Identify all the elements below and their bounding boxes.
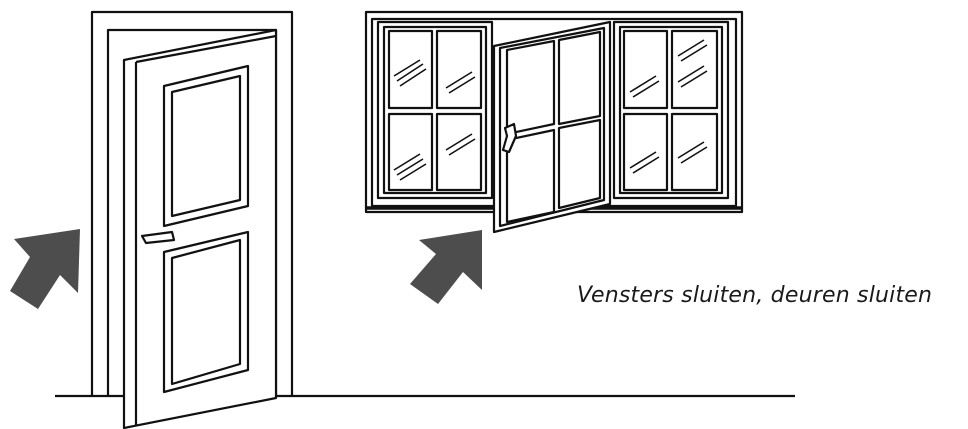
window-open-sash [492, 20, 612, 234]
door-handle [140, 230, 176, 245]
window-left-panes [387, 29, 483, 192]
window-icon [364, 10, 744, 234]
caption: Vensters sluiten, deuren sluiten [577, 283, 933, 308]
window-right-panes [622, 29, 719, 192]
arrow-up-right-icon [10, 229, 80, 309]
glass-reflections-right [629, 39, 708, 174]
door-icon [90, 10, 294, 429]
glass-reflections-left [393, 59, 476, 181]
arrow-up-right-icon [410, 230, 482, 304]
door-panel-lower [162, 230, 250, 394]
window-left-sash [376, 20, 494, 200]
door-panel-upper [162, 64, 250, 228]
door-frame [90, 10, 294, 396]
door-leaf [122, 28, 278, 429]
window-right-sash [612, 20, 730, 200]
window-handle [501, 122, 518, 154]
